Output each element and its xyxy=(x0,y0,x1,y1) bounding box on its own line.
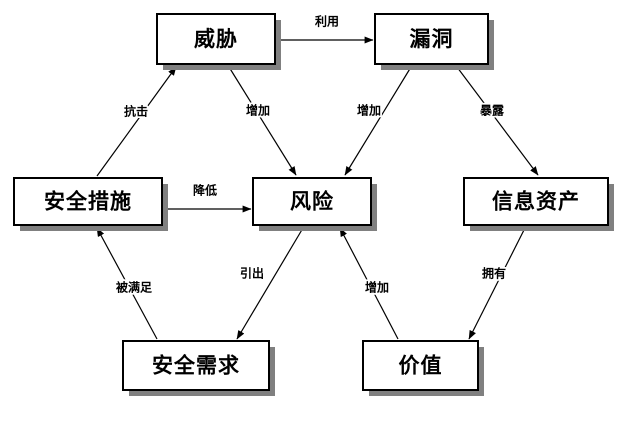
edge-label-value-increases-risk: 增加 xyxy=(365,280,389,295)
node-box-risk[interactable] xyxy=(252,177,372,226)
edge-label-vulnerability-increases-risk: 增加 xyxy=(357,103,381,118)
edge-vulnerability-exposes-asset xyxy=(456,66,539,176)
edge-labels-layer: 利用利用抗击抗击增加增加增加增加暴露暴露降低降低被满足被满足引出引出增加增加拥有… xyxy=(114,12,508,297)
edge-asset-has-value xyxy=(468,227,526,340)
edge-label-halo-value-increases-risk: 增加 xyxy=(365,280,389,295)
edge-vulnerability-increases-risk xyxy=(344,66,412,176)
edge-label-risk-derives-requirement: 引出 xyxy=(240,266,264,281)
node-box-safeguard[interactable] xyxy=(13,177,163,226)
node-threat[interactable]: 威胁 xyxy=(156,13,281,70)
edge-label-requirement-satisfied-by-safeguard: 被满足 xyxy=(116,280,152,295)
node-box-requirement[interactable] xyxy=(122,340,270,391)
edge-label-halo-threat-increases-risk: 增加 xyxy=(246,103,270,118)
edge-label-halo-vulnerability-increases-risk: 增加 xyxy=(357,103,381,118)
node-box-vulnerability[interactable] xyxy=(374,13,489,65)
node-safeguard[interactable]: 安全措施 xyxy=(13,177,168,231)
edge-label-halo-safeguard-resists-threat: 抗击 xyxy=(124,104,148,119)
node-label-safeguard: 安全措施 xyxy=(44,190,132,214)
edge-label-halo-risk-derives-requirement: 引出 xyxy=(240,266,264,281)
edge-risk-derives-requirement xyxy=(236,227,304,340)
edge-label-halo-threat-exploits-vulnerability: 利用 xyxy=(315,14,339,29)
edge-safeguard-resists-threat xyxy=(96,66,177,177)
node-label-threat: 威胁 xyxy=(194,27,238,51)
edge-label-threat-increases-risk: 增加 xyxy=(246,103,270,118)
edge-label-halo-vulnerability-exposes-asset: 暴露 xyxy=(479,104,505,118)
edge-label-halo-requirement-satisfied-by-safeguard: 被满足 xyxy=(116,280,152,295)
edge-label-halo-asset-has-value: 拥有 xyxy=(482,266,506,281)
edge-label-halo-safeguard-reduces-risk: 降低 xyxy=(193,183,217,198)
node-box-value[interactable] xyxy=(362,340,479,391)
node-label-value: 价值 xyxy=(399,354,443,378)
node-box-asset[interactable] xyxy=(463,177,609,226)
edge-label-safeguard-reduces-risk: 降低 xyxy=(193,183,217,198)
edges-layer xyxy=(96,36,539,340)
node-vulnerability[interactable]: 漏洞 xyxy=(374,13,494,70)
node-risk[interactable]: 风险 xyxy=(252,177,377,231)
edge-label-asset-has-value: 拥有 xyxy=(482,266,506,281)
node-label-requirement: 安全需求 xyxy=(152,354,240,378)
edge-label-safeguard-resists-threat: 抗击 xyxy=(124,104,148,119)
node-label-risk: 风险 xyxy=(290,190,334,214)
node-asset[interactable]: 信息资产 xyxy=(463,177,614,231)
edge-requirement-satisfied-by-safeguard xyxy=(96,227,158,340)
edge-label-threat-exploits-vulnerability: 利用 xyxy=(315,14,339,29)
node-box-threat[interactable] xyxy=(156,13,276,65)
edge-label-vulnerability-exposes-asset: 暴露 xyxy=(479,104,505,118)
node-requirement[interactable]: 安全需求 xyxy=(122,340,275,396)
node-value[interactable]: 价值 xyxy=(362,340,484,396)
node-label-vulnerability: 漏洞 xyxy=(410,27,454,51)
node-label-asset: 信息资产 xyxy=(492,190,580,214)
edge-value-increases-risk xyxy=(339,227,399,340)
edge-threat-increases-risk xyxy=(228,66,297,176)
